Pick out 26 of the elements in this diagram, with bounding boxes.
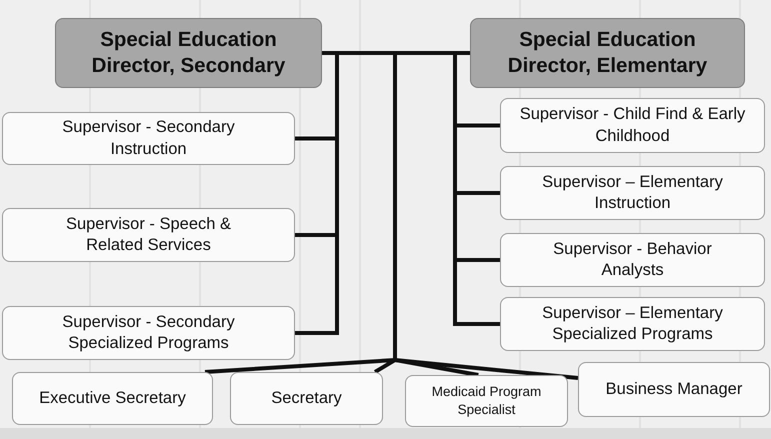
role-title: Supervisor - Speech & Related Services — [64, 214, 232, 256]
staff-box — [500, 233, 765, 287]
role-title: Business Manager — [606, 378, 742, 400]
staff-box — [578, 362, 770, 417]
staff-box — [405, 375, 568, 427]
staff-box — [500, 166, 765, 220]
role-title: Medicaid Program Specialist — [430, 383, 542, 419]
role-title: Supervisor – Elementary Instruction — [541, 172, 724, 214]
director-box — [55, 18, 322, 88]
role-title: Supervisor - Child Find & Early Childhood — [518, 104, 746, 146]
staff-box — [12, 372, 213, 425]
staff-box — [500, 98, 765, 153]
role-title: Supervisor - Secondary Specialized Programs — [61, 312, 236, 354]
role-title: Supervisor – Elementary Specialized Programs — [541, 302, 724, 345]
staff-box — [230, 372, 383, 425]
staff-box — [500, 297, 765, 351]
role-title: Executive Secretary — [39, 388, 186, 409]
director-box — [470, 18, 745, 88]
role-title: Supervisor - Behavior Analysts — [552, 238, 713, 281]
role-title: Supervisor - Secondary Instruction — [61, 117, 236, 160]
staff-box — [2, 112, 295, 165]
role-title: Special Education Director, Secondary — [90, 27, 286, 79]
staff-box — [2, 306, 295, 360]
staff-box — [2, 208, 295, 262]
role-title: Special Education Director, Elementary — [506, 27, 708, 79]
role-title: Secretary — [271, 388, 342, 409]
